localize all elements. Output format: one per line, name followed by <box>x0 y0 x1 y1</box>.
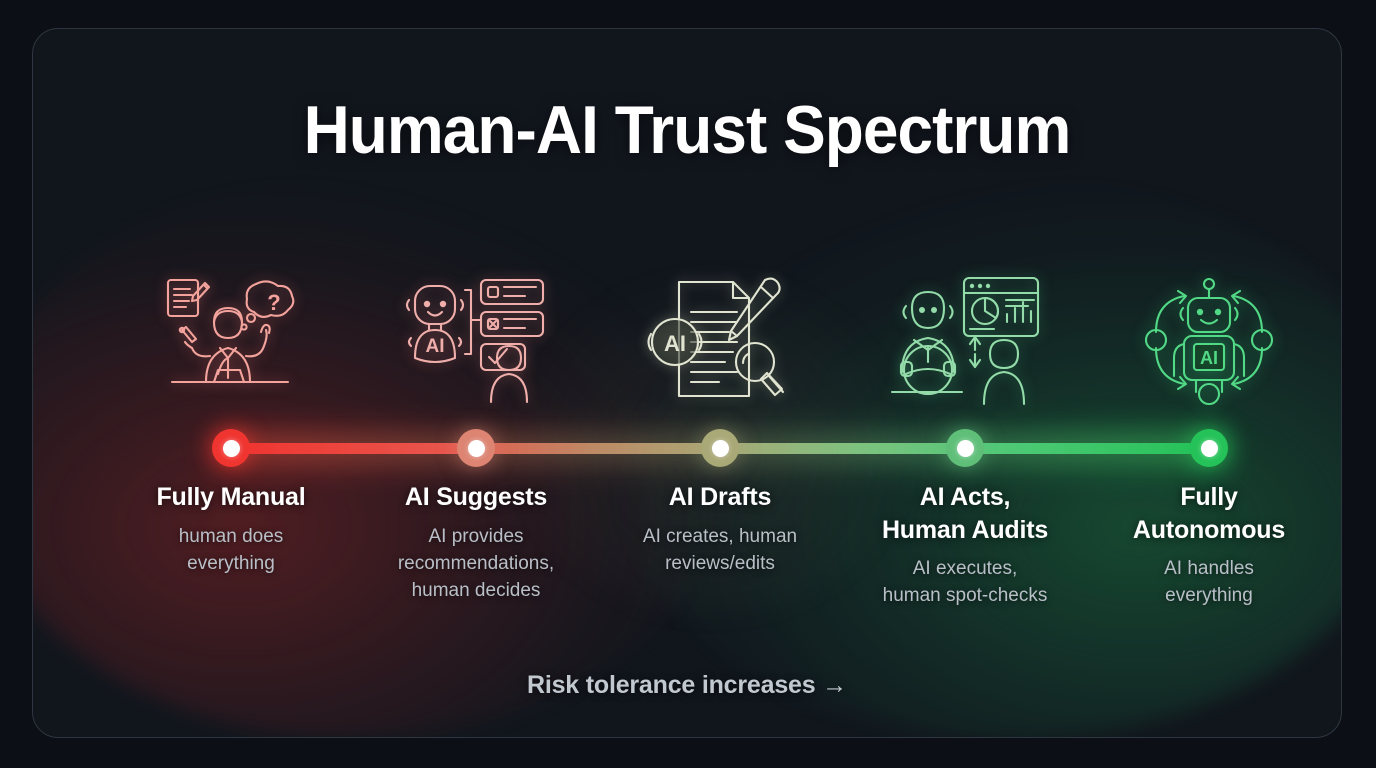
stage-label-fully-autonomous: Fully Autonomous AI handles everything <box>1084 481 1334 609</box>
stage-icon-ai-suggests: AI <box>376 267 576 413</box>
stage-title: AI Drafts <box>668 483 772 511</box>
svg-text:AI: AI <box>1200 348 1218 368</box>
stage-label-ai-drafts: AI Drafts AI creates, human reviews/edit… <box>595 481 845 577</box>
stage-description: AI creates, human reviews/edits <box>642 525 798 574</box>
stage-labels-row: Fully Manual human does everything AI Su… <box>33 481 1341 651</box>
stage-icon-fully-manual: ? <box>131 267 331 413</box>
svg-text:AI: AI <box>664 331 686 356</box>
stage-label-ai-suggests: AI Suggests AI provides recommendations,… <box>351 481 601 604</box>
spectrum-dot-ai-drafts[interactable] <box>701 429 739 467</box>
spectrum-dot-fully-manual[interactable] <box>212 429 250 467</box>
dot-core <box>467 439 485 457</box>
stage-icon-fully-autonomous: AI <box>1109 267 1309 413</box>
dot-core <box>222 439 240 457</box>
stage-title: AI Suggests <box>404 483 548 511</box>
stage-label-fully-manual: Fully Manual human does everything <box>106 481 356 577</box>
spectrum-dot-ai-suggests[interactable] <box>457 429 495 467</box>
stage-title: Fully Manual <box>156 483 306 511</box>
stage-description: AI provides recommendations, human decid… <box>397 525 555 601</box>
spectrum-dot-ai-acts-human-audits[interactable] <box>946 429 984 467</box>
stage-description: AI executes, human spot-checks <box>882 558 1048 607</box>
page-title: Human-AI Trust Spectrum <box>303 92 1072 168</box>
stage-title: AI Acts, Human Audits <box>881 483 1049 544</box>
risk-tolerance-caption: Risk tolerance increases → <box>527 671 847 699</box>
ai-document-pencil-magnifier-icon: AI <box>647 277 785 398</box>
stage-description: AI handles everything <box>1164 558 1254 607</box>
stage-icons-row: ? <box>33 267 1341 413</box>
dot-core <box>711 439 729 457</box>
svg-text:AI: AI <box>426 336 445 357</box>
stage-description: human does everything <box>178 525 284 574</box>
dot-core <box>1200 439 1218 457</box>
stage-icon-ai-drafts: AI <box>620 267 820 413</box>
person-writing-with-question-thought-icon: ? <box>166 278 295 384</box>
stage-title: Fully Autonomous <box>1132 483 1286 544</box>
autonomous-robot-loop-icon: AI <box>1144 277 1274 406</box>
ai-robot-options-human-chooses-icon: AI <box>405 278 545 404</box>
svg-text:?: ? <box>267 290 280 315</box>
stage-icon-ai-acts-human-audits <box>865 267 1065 413</box>
infographic-card: Human-AI Trust Spectrum <box>32 28 1342 738</box>
stage-label-ai-acts-human-audits: AI Acts, Human Audits AI executes, human… <box>840 481 1090 609</box>
spectrum-dot-fully-autonomous[interactable] <box>1190 429 1228 467</box>
dot-core <box>956 439 974 457</box>
robot-driving-dashboard-human-oversight-icon <box>890 276 1040 406</box>
